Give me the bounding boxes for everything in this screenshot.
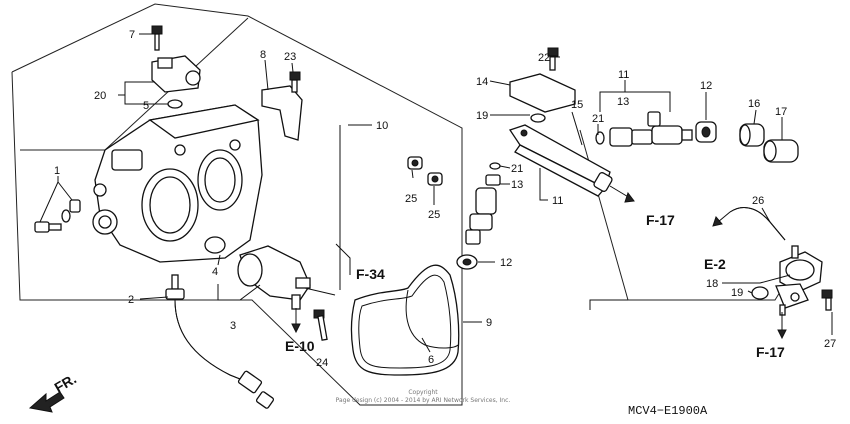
regulator-part-18 — [775, 245, 823, 316]
bolt-part-27 — [821, 289, 833, 311]
ref-f17b: F-17 — [756, 344, 785, 360]
oring-part-4 — [204, 236, 226, 254]
callout-17: 17 — [775, 106, 787, 118]
sensor-part-20 — [151, 55, 201, 93]
callout-4: 4 — [212, 266, 218, 278]
reference-labels: F-34 E-10 F-17 E-2 F-17 — [285, 212, 785, 360]
throttle-body — [92, 104, 263, 263]
seal-part-12-upper — [695, 121, 717, 143]
callout-24: 24 — [316, 357, 328, 369]
callout-8: 8 — [260, 49, 266, 61]
oring-part-5 — [167, 99, 183, 109]
callout-23: 23 — [284, 51, 296, 63]
callout-3: 3 — [230, 320, 236, 332]
reference-arrows — [291, 185, 787, 340]
callout-5: 5 — [143, 100, 149, 112]
callout-25b: 25 — [428, 209, 440, 221]
leader-lines — [39, 33, 833, 353]
callout-10: 10 — [376, 120, 388, 132]
callout-11b: 11 — [552, 195, 563, 207]
diagram-code: MCV4−E1900A — [628, 404, 708, 418]
hose-part-26 — [729, 207, 786, 241]
callout-1: 1 — [54, 165, 60, 177]
screws-part-1 — [34, 199, 81, 233]
callout-18: 18 — [706, 278, 718, 290]
bolt-part-23 — [289, 71, 301, 93]
callout-12b: 12 — [500, 257, 512, 269]
callout-7: 7 — [129, 29, 135, 41]
callout-15: 15 — [571, 99, 583, 111]
bracket-part-8 — [261, 85, 303, 141]
callout-labels: 7 20 5 8 23 10 1 4 3 2 24 6 9 25 25 22 1… — [54, 29, 836, 369]
callout-19a: 19 — [476, 110, 488, 122]
callout-22: 22 — [538, 52, 550, 64]
callout-25a: 25 — [405, 193, 417, 205]
gasket-part-6 — [350, 264, 460, 376]
callout-21a: 21 — [592, 113, 604, 125]
callout-27: 27 — [824, 338, 836, 350]
bracket-part-14 — [509, 73, 576, 113]
callout-11a: 11 — [618, 69, 629, 81]
direction-label: FR. — [52, 370, 80, 395]
callout-21b: 21 — [511, 163, 523, 175]
callout-16: 16 — [748, 98, 760, 110]
screw-part-7 — [151, 25, 163, 51]
copyright-line-2: Page design (c) 2004 - 2014 by ARI Netwo… — [336, 397, 511, 404]
ref-e2: E-2 — [704, 256, 726, 272]
callout-9: 9 — [486, 317, 492, 329]
callout-20: 20 — [94, 90, 106, 102]
fuel-rail-part-15 — [508, 124, 613, 197]
callout-13b: 13 — [511, 179, 523, 191]
cap-part-17 — [763, 139, 799, 163]
callout-13a: 13 — [617, 96, 629, 108]
callout-12a: 12 — [700, 80, 712, 92]
rail-frame — [579, 129, 781, 301]
callout-26: 26 — [752, 195, 764, 207]
callout-6: 6 — [428, 354, 434, 366]
callout-2: 2 — [128, 294, 134, 306]
ref-f17a: F-17 — [646, 212, 675, 228]
sensor-part-2 — [165, 274, 275, 409]
copyright-line-1: Copyright — [408, 389, 438, 396]
seal-part-12-lower — [456, 254, 478, 270]
oring-part-19-lower — [751, 286, 769, 300]
callout-19b: 19 — [731, 287, 743, 299]
nuts-part-25 — [407, 156, 443, 186]
injector-part-13-upper — [595, 111, 693, 147]
bolt-part-24 — [313, 309, 328, 341]
oring-part-19 — [530, 113, 546, 123]
cap-part-16 — [739, 123, 765, 147]
ref-e10: E-10 — [285, 338, 315, 354]
callout-14: 14 — [476, 76, 488, 88]
bolt-part-22 — [547, 47, 559, 71]
ref-f34: F-34 — [356, 266, 385, 282]
injector-part-13-lower — [465, 162, 501, 245]
direction-arrow-icon — [28, 391, 65, 413]
